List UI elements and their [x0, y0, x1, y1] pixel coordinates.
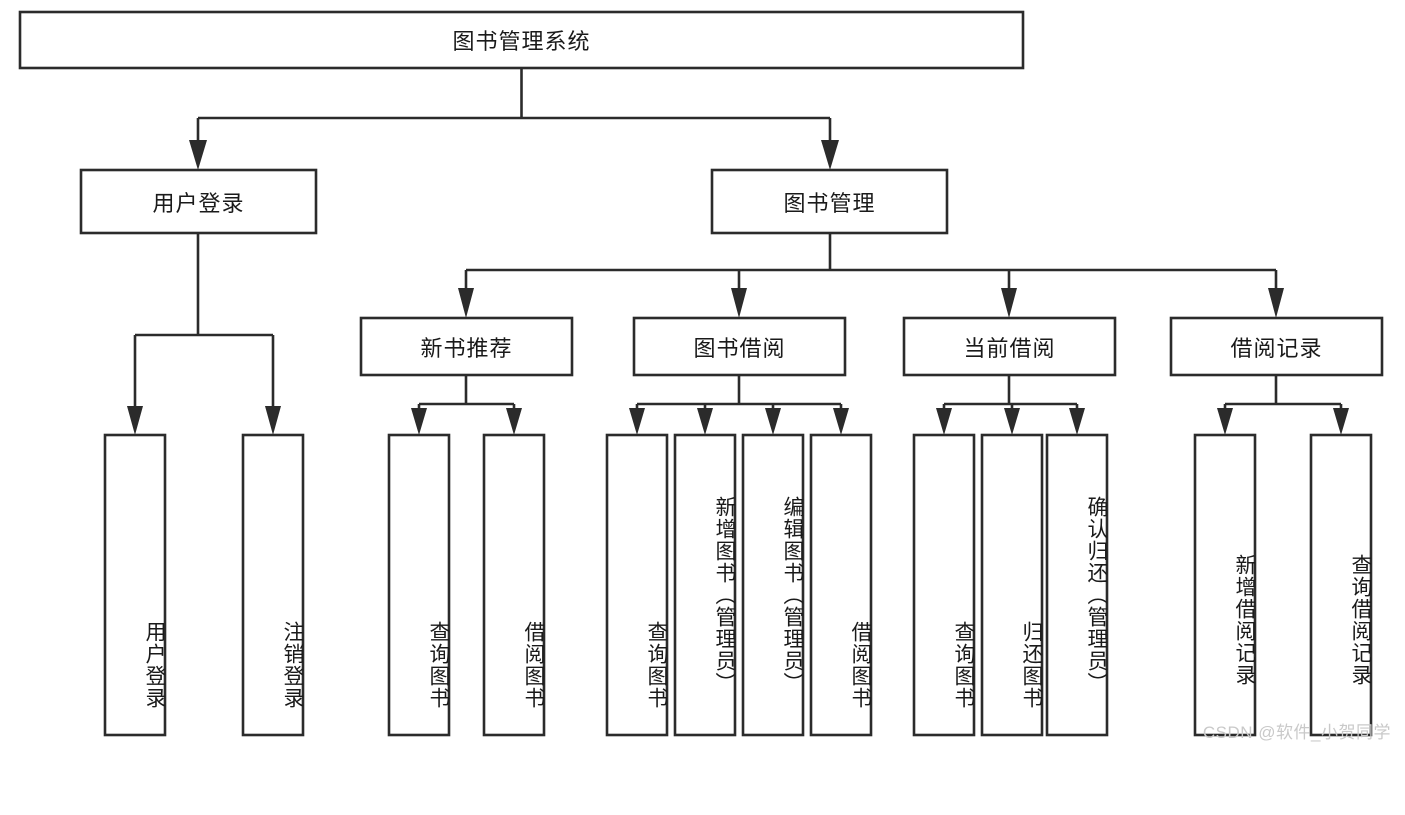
arrow-head-leaf-query-record — [1333, 408, 1349, 435]
watermark-label: CSDN @软件_小贺同学 — [1202, 723, 1391, 742]
node-box-book-manage[interactable] — [710, 168, 949, 235]
connector-group-user-login — [127, 233, 281, 435]
node-box-current-borrow[interactable] — [902, 316, 1117, 377]
connector-group-current-borrow — [936, 375, 1085, 435]
arrow-head-book-borrow — [731, 288, 747, 318]
diagram-root: 图书管理系统 用户登录 图书管理 新书推荐 图书借阅 当前借阅 借阅记录 用户登… — [18, 10, 1391, 742]
arrow-head-current-borrow — [1001, 288, 1017, 318]
node-box-leaf-query-book-1[interactable] — [387, 433, 451, 737]
arrow-head-leaf-confirm-return — [1069, 408, 1085, 435]
arrow-head-leaf-return-book — [1004, 408, 1020, 435]
arrow-head-leaf-query-book-3 — [936, 408, 952, 435]
node-box-leaf-add-record[interactable] — [1193, 433, 1257, 737]
node-box-leaf-logout[interactable] — [241, 433, 305, 737]
connector-group-borrow-record — [1217, 375, 1349, 435]
arrow-head-leaf-query-book-1 — [411, 408, 427, 435]
node-box-leaf-edit-book[interactable] — [741, 433, 805, 737]
arrow-head-leaf-add-book — [697, 408, 713, 435]
node-box-borrow-record[interactable] — [1169, 316, 1384, 377]
arrow-head-leaf-logout — [265, 406, 281, 435]
arrow-head-leaf-add-record — [1217, 408, 1233, 435]
node-box-new-book-recommend[interactable] — [359, 316, 574, 377]
node-box-leaf-return-book[interactable] — [980, 433, 1044, 737]
connector-group-root — [189, 68, 839, 170]
diagram-canvas — [18, 10, 1384, 737]
node-box-leaf-borrow-book-1[interactable] — [482, 433, 546, 737]
connector-group-book-manage — [458, 233, 1284, 318]
node-box-leaf-user-login[interactable] — [103, 433, 167, 737]
arrow-head-user-login — [189, 140, 207, 170]
arrow-head-leaf-edit-book — [765, 408, 781, 435]
node-box-leaf-query-book-2[interactable] — [605, 433, 669, 737]
connector-group-book-borrow — [629, 375, 849, 435]
node-box-root[interactable] — [18, 10, 1025, 70]
arrow-head-borrow-record — [1268, 288, 1284, 318]
arrow-head-book-manage — [821, 140, 839, 170]
connector-group-new-book-recommend — [411, 375, 522, 435]
node-box-leaf-borrow-book-2[interactable] — [809, 433, 873, 737]
node-box-book-borrow[interactable] — [632, 316, 847, 377]
arrow-head-leaf-user-login — [127, 406, 143, 435]
node-box-leaf-add-book[interactable] — [673, 433, 737, 737]
node-box-leaf-query-book-3[interactable] — [912, 433, 976, 737]
arrow-head-leaf-borrow-book-2 — [833, 408, 849, 435]
arrow-head-new-book-recommend — [458, 288, 474, 318]
node-box-leaf-query-record[interactable] — [1309, 433, 1373, 737]
arrow-head-leaf-borrow-book-1 — [506, 408, 522, 435]
node-box-leaf-confirm-return[interactable] — [1045, 433, 1109, 737]
node-box-user-login[interactable] — [79, 168, 318, 235]
arrow-head-leaf-query-book-2 — [629, 408, 645, 435]
